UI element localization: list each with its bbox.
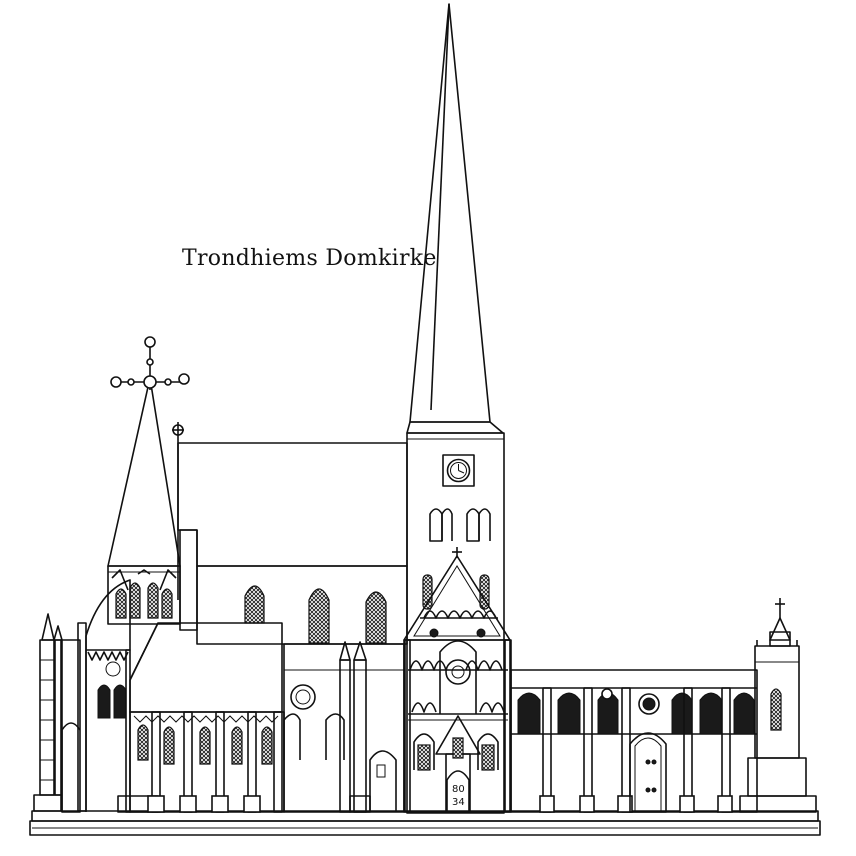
west-chapel [85, 579, 159, 813]
east-turret [739, 598, 817, 813]
central-spire [406, 3, 504, 434]
round-window [290, 684, 316, 710]
choir-arcade [510, 669, 758, 813]
ground-plinth [29, 810, 821, 836]
transept-gable-facade: 80 34 [403, 547, 512, 813]
drawing-title: Trondhiems Domkirke [182, 246, 437, 271]
clock-frame [442, 454, 475, 487]
west-tower-spire [107, 336, 190, 625]
middle-section [283, 641, 405, 813]
door-date-bottom: 34 [452, 797, 465, 808]
stair-turret [179, 529, 198, 631]
rose-window [445, 659, 471, 685]
central-tower [406, 432, 505, 814]
clock-icon [446, 458, 471, 483]
left-pinnacles [33, 613, 87, 813]
nave-roof [172, 422, 408, 645]
south-aisle-front [129, 622, 285, 813]
door-date-top: 80 [452, 784, 465, 795]
